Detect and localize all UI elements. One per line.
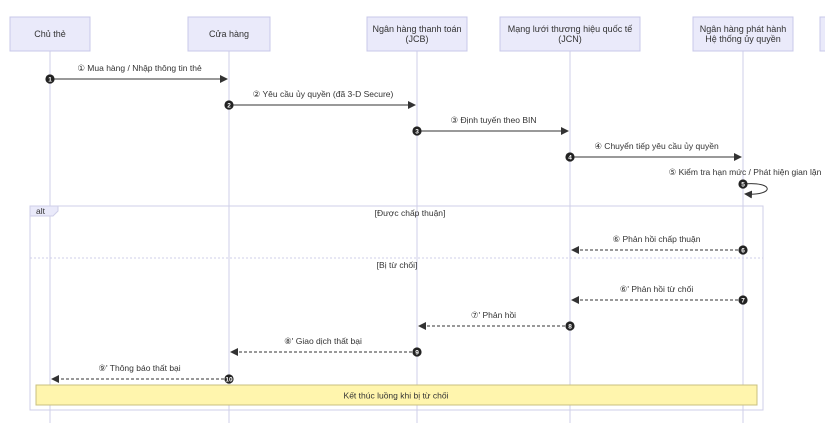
- step-badge: [412, 126, 422, 136]
- alt-frame-border: [29, 205, 764, 411]
- message-label: ⑥ Phản hồi chấp thuận: [613, 234, 701, 244]
- message-label: ① Mua hàng / Nhập thông tin thẻ: [77, 63, 202, 73]
- message-label: ④ Chuyển tiếp yêu cầu ủy quyền: [594, 141, 719, 151]
- actor-label: Hệ thống ủy quyền: [705, 34, 781, 44]
- step-badge: [738, 179, 748, 189]
- step-badge: [565, 321, 575, 331]
- step-badge: [738, 295, 748, 305]
- step-badge-number: 6: [741, 247, 745, 254]
- step-badge-number: 5: [741, 181, 745, 188]
- actor-label: Mạng lưới thương hiệu quốc tế: [508, 24, 632, 34]
- actor-box: [9, 16, 91, 52]
- message: ⑨' Thông báo thất bại 10: [51, 363, 234, 384]
- step-badge: [738, 245, 748, 255]
- actor-label: Chủ thẻ: [34, 29, 66, 39]
- message: ① Mua hàng / Nhập thông tin thẻ 1: [45, 63, 228, 84]
- message: ⑦' Phản hồi 8: [418, 310, 575, 331]
- message-label: ⑦' Phản hồi: [471, 310, 516, 320]
- actor-box: [366, 16, 468, 52]
- actor-box: [692, 16, 794, 52]
- actor: Mạng lưới thương hiệu quốc tế(JCN): [499, 16, 641, 52]
- message-line: [742, 183, 768, 199]
- alt-keyword: alt: [36, 206, 46, 216]
- step-badge-number: 3: [415, 128, 419, 135]
- step-badge: [412, 347, 422, 357]
- message-label: ⑤ Kiểm tra hạn mức / Phát hiện gian lận: [669, 167, 822, 177]
- note-text: Kết thúc luồng khi bị từ chối: [344, 391, 449, 401]
- message: ③ Định tuyến theo BIN 3: [412, 115, 569, 136]
- step-badge-number: 8: [568, 323, 572, 330]
- message: ⑧' Giao dịch thất bại 9: [230, 336, 422, 357]
- actor: Cửa hàng: [187, 16, 271, 52]
- message-label: ③ Định tuyến theo BIN: [450, 115, 536, 125]
- step-badge: [224, 100, 234, 110]
- message-label: ⑥' Phản hồi từ chối: [620, 284, 694, 294]
- alt-section-declined: [Bị từ chối]: [377, 260, 418, 270]
- actor-label: Ngân hàng thanh toán: [372, 24, 461, 34]
- actor-label: (JCN): [558, 34, 582, 44]
- message-label: ⑧' Giao dịch thất bại: [284, 336, 362, 346]
- step-badge-number: 7: [741, 297, 745, 304]
- message: ⑤ Kiểm tra hạn mức / Phát hiện gian lận 5: [669, 167, 822, 199]
- message: ⑥ Phản hồi chấp thuận 6: [571, 234, 748, 255]
- lifelines: [49, 51, 744, 423]
- message: ② Yêu cầu ủy quyền (đã 3-D Secure) 2: [224, 89, 416, 110]
- alt-frame: alt [Được chấp thuận] [Bị từ chối]: [29, 205, 764, 411]
- messages: ① Mua hàng / Nhập thông tin thẻ 1 ② Yêu cầ…: [45, 63, 822, 384]
- step-badge: [224, 374, 234, 384]
- message: ⑥' Phản hồi từ chối 7: [571, 284, 748, 305]
- actor-label: Cửa hàng: [209, 29, 249, 39]
- step-badge-number: 1: [48, 76, 52, 83]
- step-badge-number: 9: [415, 349, 419, 356]
- end-note: Kết thúc luồng khi bị từ chối: [35, 384, 758, 406]
- step-badge-number: 4: [568, 154, 572, 161]
- message-label: ⑨' Thông báo thất bại: [98, 363, 180, 373]
- actor: Chủ thẻ: [9, 16, 91, 52]
- actor: Ngân hàng thanh toán(JCB): [366, 16, 468, 52]
- message-label: ② Yêu cầu ủy quyền (đã 3-D Secure): [253, 89, 394, 99]
- actor-label: (JCB): [406, 34, 429, 44]
- alt-section-approved: [Được chấp thuận]: [375, 208, 446, 218]
- actors: Chủ thẻ Cửa hàng Ngân hàng thanh toán(JCB)…: [9, 16, 825, 52]
- message: ④ Chuyển tiếp yêu cầu ủy quyền 4: [565, 141, 742, 162]
- step-badge: [565, 152, 575, 162]
- note-box: [35, 384, 758, 406]
- actor-box: [187, 16, 271, 52]
- actor-box: [499, 16, 641, 52]
- step-badge-number: 2: [227, 102, 231, 109]
- step-badge: [45, 74, 55, 84]
- step-badge-number: 10: [225, 376, 233, 383]
- alt-frame-tag: [29, 205, 59, 217]
- actor-label: Ngân hàng phát hành: [700, 24, 787, 34]
- actor-box-offscreen: [819, 16, 825, 52]
